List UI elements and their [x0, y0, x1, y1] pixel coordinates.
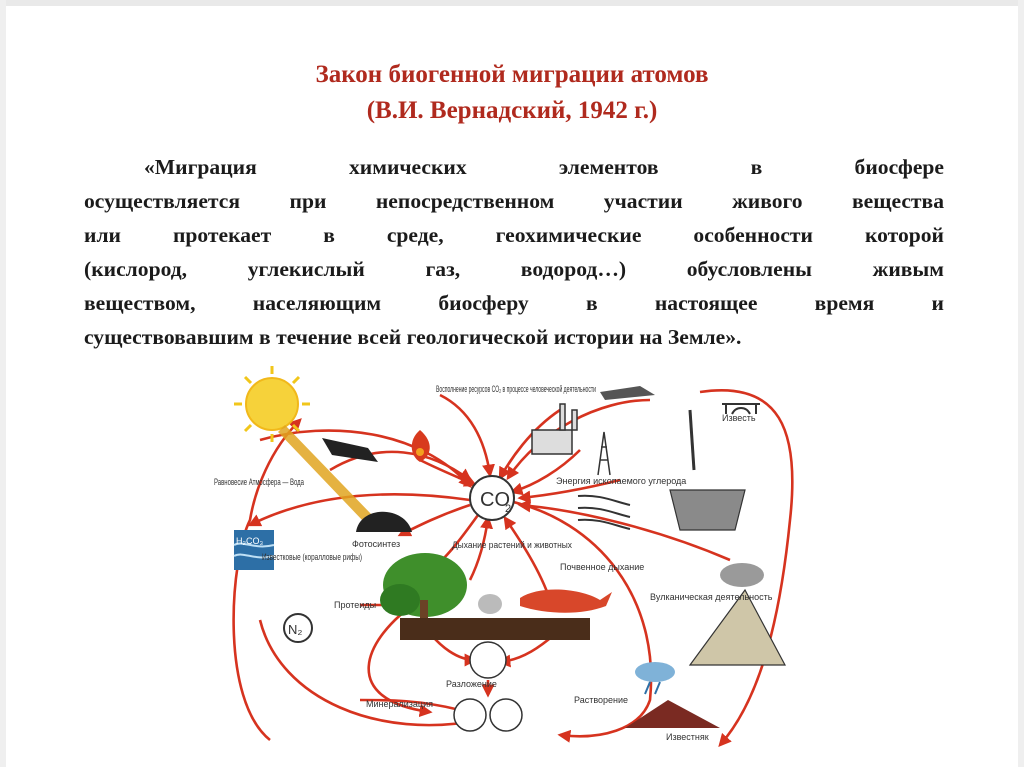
quote-line: осуществляется при непосредственном учас… [84, 189, 944, 213]
photosynthesis-icon [356, 511, 412, 532]
co2-label: CO [480, 489, 510, 511]
label-h2co3: H₂CO₃ [236, 536, 263, 546]
left-edge [0, 0, 6, 767]
label-mineralization: Минерализация [366, 699, 433, 709]
arrow-human-co2 [498, 408, 561, 481]
quote-line: существовавшим в течение всей геологичес… [84, 325, 742, 349]
top-edge [0, 0, 1024, 6]
factory-icon [531, 403, 578, 455]
bridge-icon [722, 403, 760, 415]
arrow-topright-co2 [506, 398, 651, 481]
label-dissolution: Растворение [574, 695, 628, 705]
mineralization-node-b [489, 698, 523, 732]
slide-title: Закон биогенной миграции атомов [315, 61, 709, 88]
loop-lower-left [258, 619, 483, 729]
outer-loop-left [232, 418, 302, 742]
fire-icon [411, 430, 430, 462]
arrow-co2-left [247, 492, 471, 527]
arrow-fossil-co2 [517, 478, 621, 504]
label-limestone-top: Известь [722, 413, 756, 423]
arrow-soil [503, 515, 552, 601]
slide-subtitle: (В.И. Вернадский, 1942 г.) [366, 97, 658, 124]
loop-center-right [504, 498, 653, 743]
volcano-smoke [720, 563, 764, 587]
label-human: Восполнение ресурсов CO₂ в процессе чело… [436, 384, 596, 394]
volcano-icon [688, 588, 786, 666]
vernadsky-quote: «Миграция химических элементов в биосфер… [84, 150, 944, 354]
quote-line: «Миграция химических элементов в биосфер… [144, 155, 944, 179]
label-protein: Протеиды [334, 600, 376, 610]
decomposition-node [469, 641, 507, 679]
label-photosynthesis: Фотосинтез [352, 539, 400, 549]
outer-loop-right [699, 389, 794, 747]
mineralization-node-a [453, 698, 487, 732]
arrow-respiration [468, 515, 494, 581]
label-limestone-bottom: Известняк [666, 732, 709, 742]
fossil-deposit-icon [669, 489, 746, 531]
label-volcanic: Вулканическая деятельность [650, 592, 773, 602]
water-icon [233, 530, 275, 570]
co2-subscript: 2 [505, 503, 511, 515]
label-equilibrium: Равновесие Атмосфера — Вода [214, 477, 304, 487]
arrow-co2-photosynthesis [397, 503, 471, 537]
arrow-top-co2 [439, 393, 495, 478]
arrow-factory-co2 [509, 449, 581, 496]
co2-node [469, 475, 515, 521]
sun-icon [234, 366, 310, 442]
fox-icon [520, 589, 612, 613]
sunlight-beam [278, 425, 372, 522]
label-soil: Почвенное дыхание [560, 562, 644, 572]
car-icon [600, 386, 655, 400]
coal-icon [322, 438, 378, 462]
quote-line: веществом, населяющим биосферу в настоящ… [84, 291, 944, 315]
quote-line: или протекает в среде, геохимические осо… [84, 223, 944, 247]
rabbit-icon [478, 594, 502, 614]
arrow-volcano-co2 [517, 499, 731, 562]
rain-cloud-icon [635, 662, 675, 695]
n2-label: N₂ [288, 622, 302, 637]
soil-strip [400, 618, 590, 640]
tower-icon [688, 409, 696, 471]
label-limestone-reefs: Известковые (коралловые рифы) [262, 552, 362, 562]
strata-icon [577, 494, 631, 530]
arrow-mineral-left [359, 698, 461, 712]
limestone-icon [625, 700, 720, 728]
n2-node [283, 613, 313, 643]
label-decomposition: Разложение [446, 679, 497, 689]
quote-line: (кислород, углекислый газ, водород…) обу… [84, 257, 944, 281]
label-respiration: Дыхание растений и животных [452, 540, 572, 550]
right-edge [1018, 0, 1024, 767]
oil-rig-icon [597, 431, 611, 476]
label-fossil-energy: Энергия ископаемого углерода [556, 476, 686, 486]
